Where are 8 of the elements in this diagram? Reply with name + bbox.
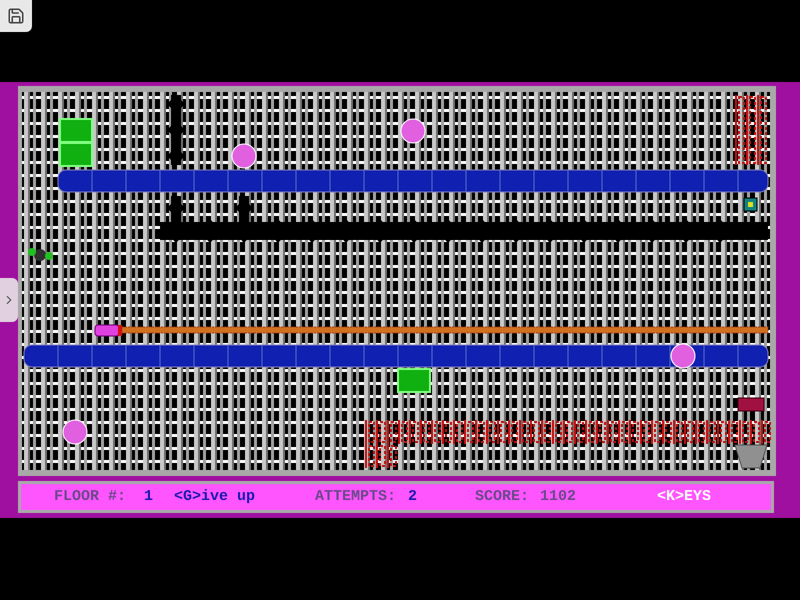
status-text: 2 (408, 487, 418, 507)
status-text: 1102 (540, 487, 576, 507)
status-text: <G>ive up (174, 487, 256, 507)
status-text: ATTEMPTS: (315, 487, 396, 507)
status-text: <K>EYS (657, 487, 712, 507)
status-text: SCORE: (475, 487, 530, 507)
status-text: 1 (144, 487, 154, 507)
status-text: FLOOR #: (54, 487, 126, 507)
